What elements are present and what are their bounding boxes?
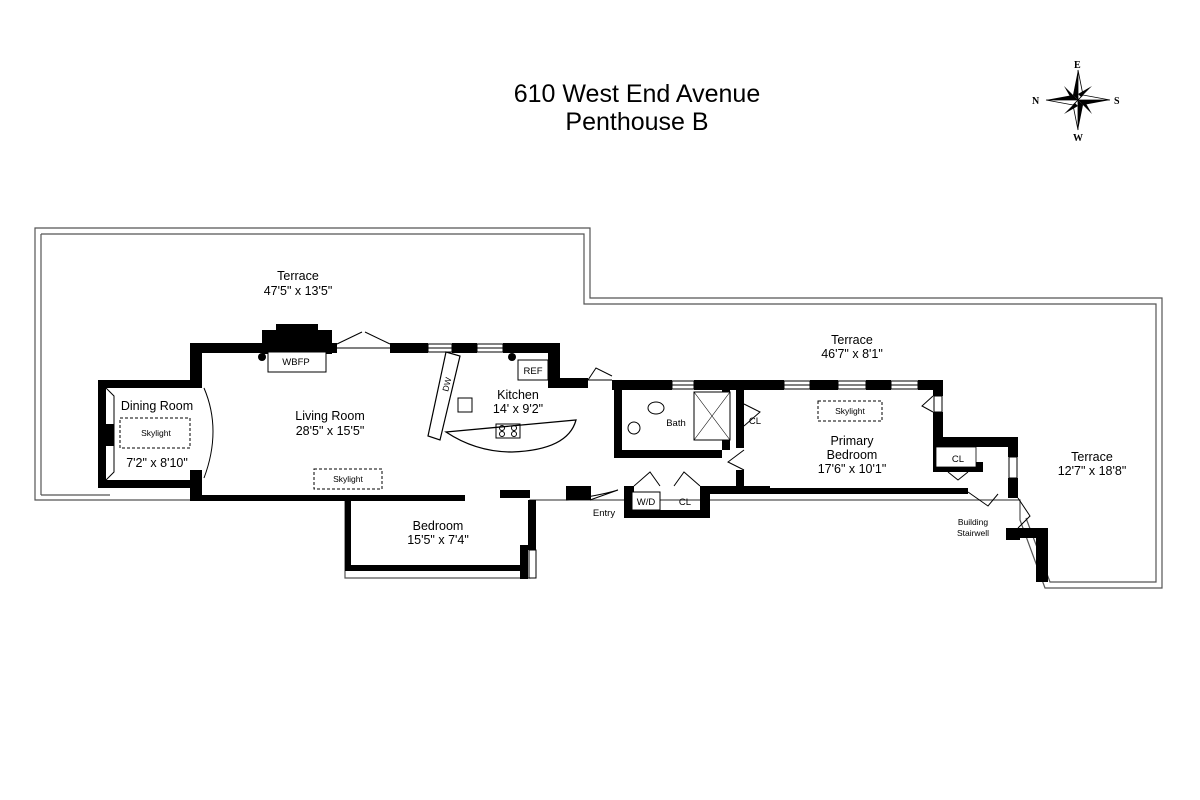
skylight-primary	[817, 400, 883, 422]
plan-address: 610 West End Avenue	[513, 80, 761, 108]
kitchen-counter-diagonal	[427, 351, 461, 441]
exterior-walls	[98, 324, 1048, 582]
windows	[427, 343, 1018, 579]
terrace-middle-name: Terrace	[831, 333, 873, 347]
fireplace-box	[267, 351, 327, 373]
bedroom-size: 15'5" x 7'4"	[407, 533, 469, 547]
living-skylight-label: Skylight	[333, 474, 363, 484]
bath-label: Bath	[666, 418, 686, 429]
terrace-east-name: Terrace	[1071, 450, 1113, 464]
primary-skylight-label: Skylight	[835, 406, 865, 416]
kitchen-island	[444, 419, 577, 453]
dining-skylight-label: Skylight	[141, 428, 171, 438]
terrace-outline-outer	[34, 227, 1163, 589]
closet-box-small	[935, 446, 977, 468]
sink	[457, 397, 473, 413]
dining-bay-rail	[105, 387, 115, 481]
plan-unit: Penthouse B	[565, 108, 709, 136]
living-room-size: 28'5" x 15'5"	[296, 424, 365, 438]
compass-s: S	[1114, 96, 1120, 107]
terrace-east-size: 12'7" x 18'8"	[1058, 464, 1127, 478]
kitchen-size: 14' x 9'2"	[493, 402, 543, 416]
doors	[336, 331, 1031, 529]
skylight-dining	[119, 417, 191, 449]
primary-closet2-label: CL	[952, 454, 964, 465]
fireplace-label: WBFP	[282, 357, 309, 368]
shower-cross	[693, 391, 731, 441]
washer-dryer-box	[631, 491, 661, 511]
fireplace-post-right	[508, 353, 516, 361]
washer-dryer-label: W/D	[637, 497, 656, 508]
dishwasher-label: DW	[440, 376, 453, 392]
dining-room-name: Dining Room	[121, 399, 193, 413]
primary-bedroom-size: 17'6" x 10'1"	[818, 462, 887, 476]
terrace-north-size: 47'5" x 13'5"	[264, 284, 333, 298]
stairwell-label-2: Stairwell	[957, 528, 989, 538]
bath-sink	[627, 421, 641, 435]
compass-w: W	[1073, 133, 1083, 144]
entry-label: Entry	[593, 508, 615, 519]
compass-n: N	[1032, 96, 1040, 107]
kitchen-name: Kitchen	[497, 388, 539, 402]
terrace-middle-size: 46'7" x 8'1"	[821, 347, 883, 361]
compass-e: E	[1074, 60, 1081, 71]
fireplace-post-left	[258, 353, 266, 361]
toilet	[647, 401, 665, 415]
primary-bedroom-name-2: Bedroom	[827, 448, 878, 462]
entry-closet-label: CL	[679, 497, 691, 508]
terrace-north-name: Terrace	[277, 269, 319, 283]
living-room-name: Living Room	[295, 409, 364, 423]
cooktop	[495, 423, 521, 439]
dining-bay	[203, 387, 214, 479]
stairwell-label-1: Building	[958, 517, 989, 527]
ref-box	[517, 359, 549, 381]
primary-bedroom-name-1: Primary	[830, 434, 874, 448]
primary-closet-label: CL	[749, 416, 761, 427]
compass-rose: E W N S	[1032, 60, 1120, 144]
terrace-outline-inner	[41, 233, 1157, 583]
bedroom-name: Bedroom	[413, 519, 464, 533]
dining-room-size: 7'2" x 8'10"	[126, 456, 188, 470]
ref-label: REF	[524, 366, 543, 377]
skylight-living	[313, 468, 383, 490]
